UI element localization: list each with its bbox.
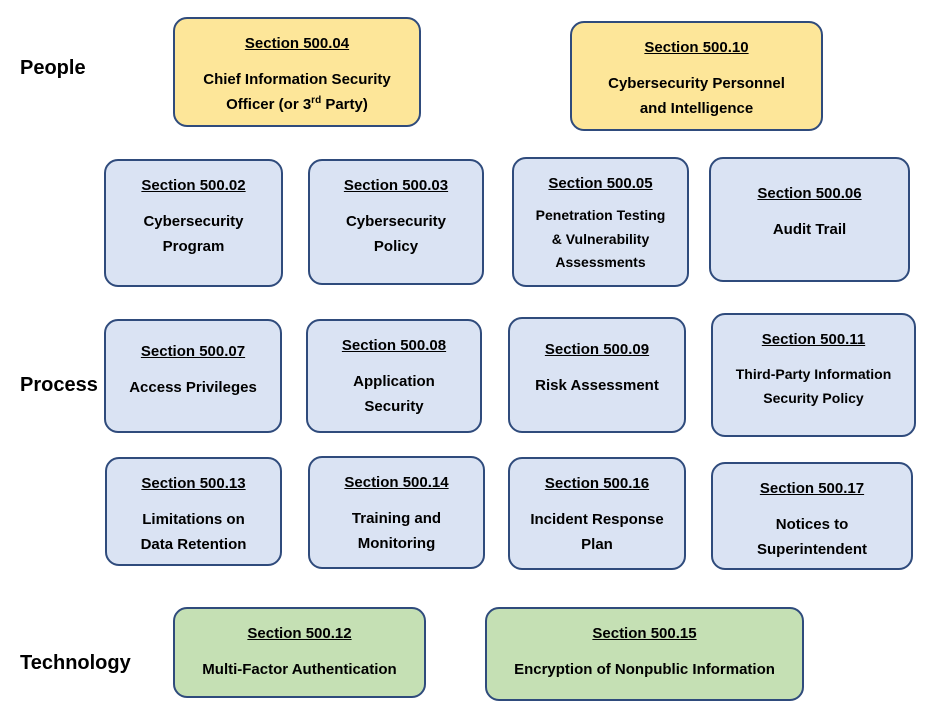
box-section-500-15: Section 500.15 Encryption of Nonpublic I… <box>485 607 804 701</box>
section-description: Risk Assessment <box>535 377 659 394</box>
section-number: Section 500.06 <box>757 185 862 202</box>
section-number: Section 500.12 <box>247 625 352 642</box>
box-section-500-09: Section 500.09 Risk Assessment <box>508 317 686 433</box>
box-section-500-05: Section 500.05 Penetration Testing& Vuln… <box>512 157 689 287</box>
section-description: Multi-Factor Authentication <box>202 661 397 678</box>
section-description: Access Privileges <box>129 379 257 396</box>
box-section-500-07: Section 500.07 Access Privileges <box>104 319 282 433</box>
section-description: Audit Trail <box>772 221 847 238</box>
box-section-500-06: Section 500.06 Audit Trail <box>709 157 910 282</box>
section-number: Section 500.16 <box>544 475 650 492</box>
box-section-500-04: Section 500.04 Chief Information Securit… <box>173 17 421 127</box>
section-number: Section 500.09 <box>544 341 650 358</box>
section-number: Section 500.03 <box>343 177 449 194</box>
section-number: Section 500.14 <box>344 474 449 491</box>
section-number: Section 500.04 <box>244 35 350 52</box>
box-section-500-12: Section 500.12 Multi-Factor Authenticati… <box>173 607 426 698</box>
technology-label: Technology <box>20 652 131 674</box>
section-number: Section 500.15 <box>592 625 697 642</box>
section-number: Section 500.07 <box>140 343 246 360</box>
section-number: Section 500.02 <box>141 177 246 194</box>
section-number: Section 500.08 <box>341 337 447 354</box>
section-number: Section 500.10 <box>644 39 749 56</box>
section-description: Encryption of Nonpublic Information <box>514 661 775 678</box>
section-number: Section 500.13 <box>141 475 246 492</box>
section-number: Section 500.11 <box>761 331 866 348</box>
section-number: Section 500.05 <box>548 175 653 192</box>
people-label: People <box>20 57 86 79</box>
section-number: Section 500.17 <box>759 480 865 497</box>
process-label: Process <box>20 374 98 396</box>
